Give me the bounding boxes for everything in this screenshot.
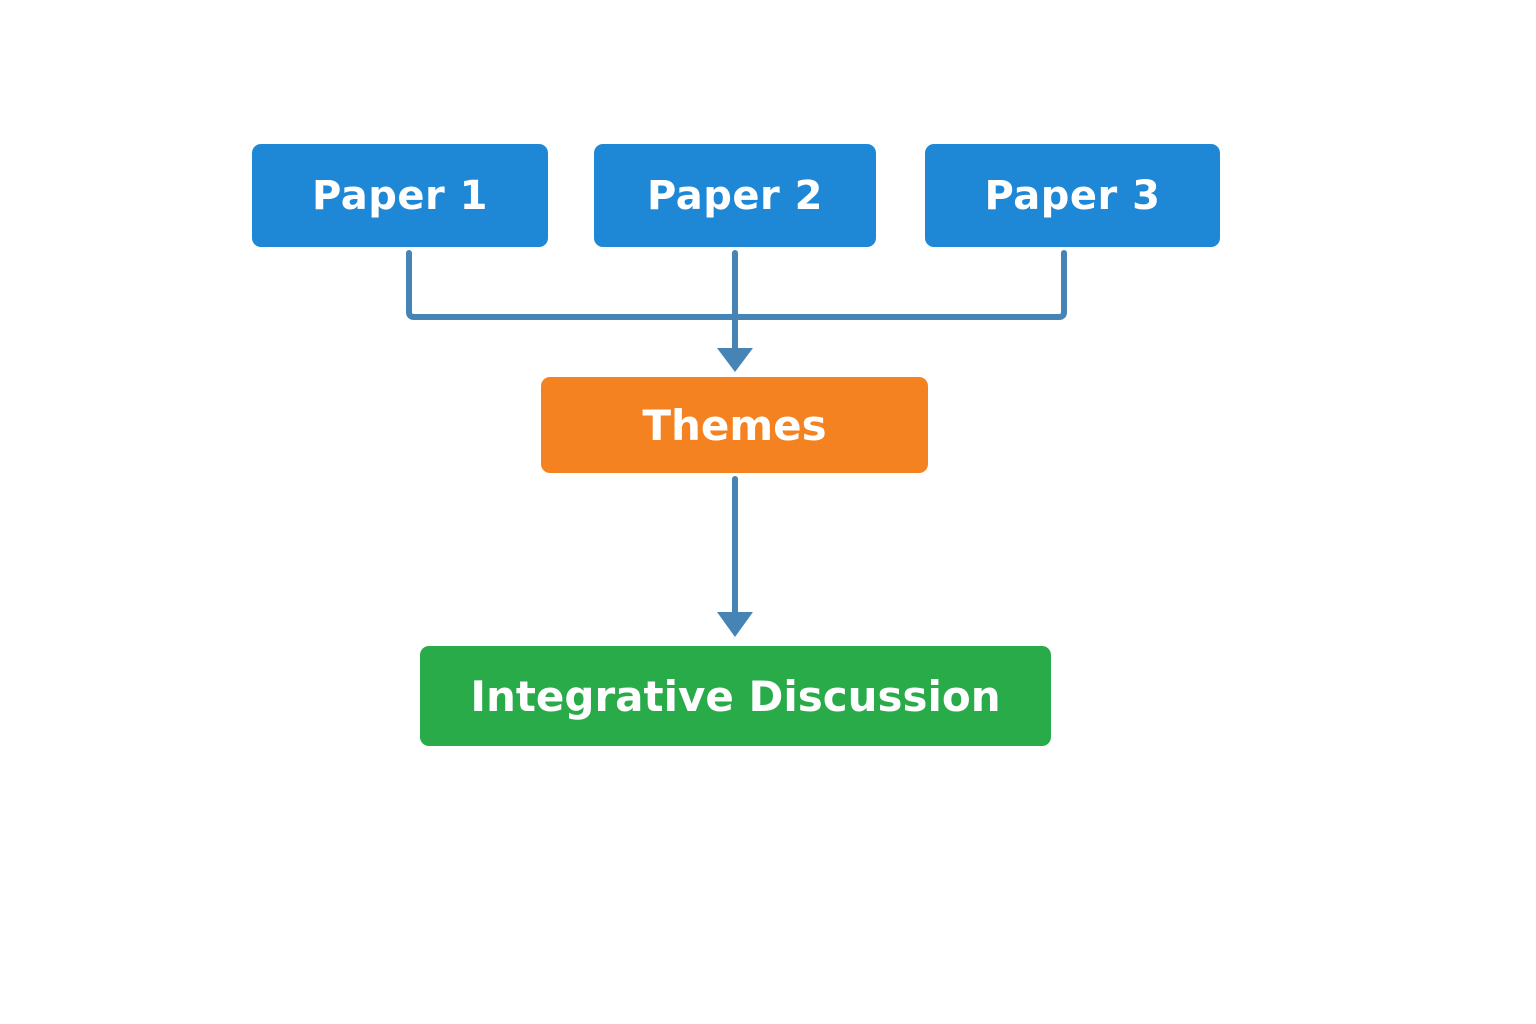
paper-3-connector	[732, 250, 1067, 320]
paper-2-label: Paper 2	[647, 172, 823, 219]
arrow-head-to-integrative	[717, 612, 753, 637]
integrative-discussion-label: Integrative Discussion	[470, 671, 1001, 721]
paper-3-label: Paper 3	[984, 172, 1161, 219]
themes-box: Themes	[541, 377, 928, 473]
paper-1-connector	[406, 250, 738, 320]
paper-2-box: Paper 2	[594, 144, 876, 247]
themes-label: Themes	[642, 400, 827, 450]
paper-1-label: Paper 1	[312, 172, 488, 219]
integrative-discussion-box: Integrative Discussion	[420, 646, 1051, 746]
paper-3-box: Paper 3	[925, 144, 1220, 247]
paper-1-box: Paper 1	[252, 144, 548, 247]
arrow-head-to-themes	[717, 348, 753, 372]
